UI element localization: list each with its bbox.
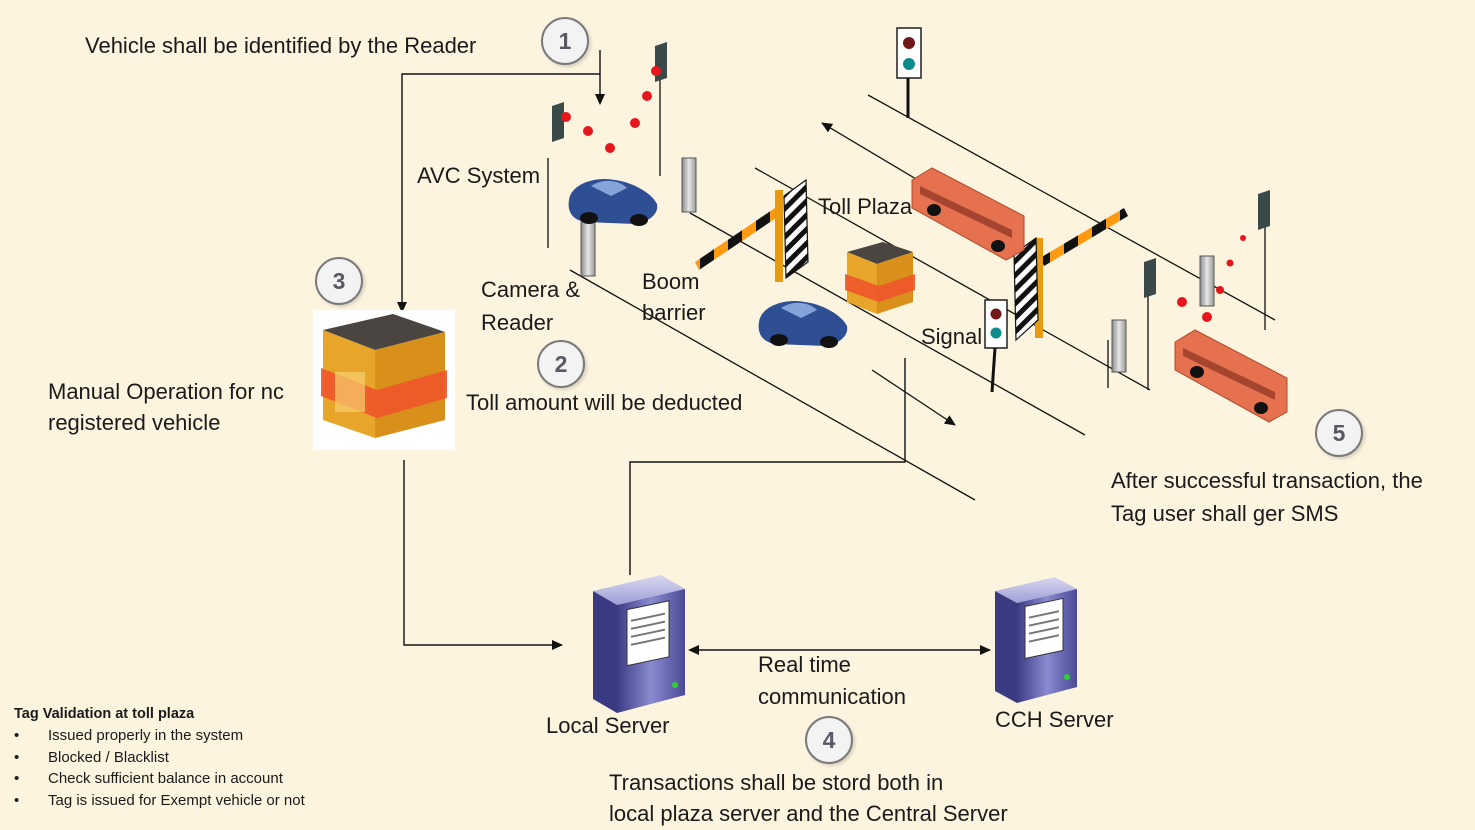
list-item: Check sufficient balance in account: [14, 768, 434, 790]
gate-post-icon: [580, 157, 1215, 373]
realtime-communication-label-line1: Real time: [758, 652, 851, 677]
avc-system-label: AVC System: [417, 163, 541, 188]
tag-validation-list: Issued properly in the system Blocked / …: [14, 725, 434, 811]
reader-pole-icon: [552, 42, 1270, 298]
signal-label: Signal: [921, 324, 983, 349]
reader-identification-label: Vehicle shall be identified by the Reade…: [85, 33, 477, 58]
list-item: Blocked / Blacklist: [14, 747, 434, 769]
step-3-marker: 3: [315, 257, 363, 305]
car-icon: [758, 300, 848, 348]
camera-reader-label-line2: Reader: [481, 310, 554, 335]
manual-operation-label-line2: registered vehicle: [48, 410, 221, 435]
sms-label-line2: Tag user shall ger SMS: [1111, 501, 1339, 526]
flow-lines: [397, 50, 991, 655]
bus-icon: [911, 167, 1025, 261]
tag-validation-title: Tag Validation at toll plaza: [14, 706, 195, 722]
step-2-marker: 2: [537, 340, 585, 388]
boom-barrier-label-line1: Boom: [642, 269, 700, 294]
local-server-label: Local Server: [546, 713, 670, 738]
arrow-to-manual-booth: [397, 73, 600, 313]
reader-beam-dots: [561, 66, 1246, 322]
transactions-stored-label-line1: Transactions shall be stord both in: [609, 770, 944, 795]
realtime-communication-label-line2: communication: [758, 684, 906, 709]
car-icon: [568, 178, 658, 226]
transactions-stored-label-line2: local plaza server and the Central Serve…: [609, 801, 1008, 826]
boom-barrier-icon: [695, 178, 1128, 342]
arrow-booth-to-local-server: [403, 460, 563, 650]
traffic-signal-icon: [896, 27, 1008, 393]
toll-plaza-label: Toll Plaza: [818, 194, 913, 219]
toll-booth-icon: [313, 310, 455, 450]
boom-barrier-label-line2: barrier: [642, 300, 706, 325]
step-1-marker: 1: [541, 17, 589, 65]
server-icon: [995, 577, 1077, 703]
list-item: Issued properly in the system: [14, 725, 434, 747]
toll-deducted-label: Toll amount will be deducted: [466, 390, 743, 415]
manual-operation-label-line1: Manual Operation for nc: [48, 379, 285, 404]
list-item: Tag is issued for Exempt vehicle or not: [14, 790, 434, 812]
server-icon: [593, 575, 685, 713]
link-plaza-to-local-server: [629, 358, 906, 575]
camera-reader-label-line1: Camera &: [481, 277, 581, 302]
toll-booth-icon: [845, 242, 915, 314]
bus-icon: [1174, 329, 1288, 423]
sms-label-line1: After successful transaction, the: [1111, 468, 1423, 493]
cch-server-label: CCH Server: [995, 707, 1114, 732]
step-4-marker: 4: [805, 716, 853, 764]
tag-validation-panel: Tag Validation at toll plaza Issued prop…: [14, 703, 434, 811]
step-5-marker: 5: [1315, 409, 1363, 457]
